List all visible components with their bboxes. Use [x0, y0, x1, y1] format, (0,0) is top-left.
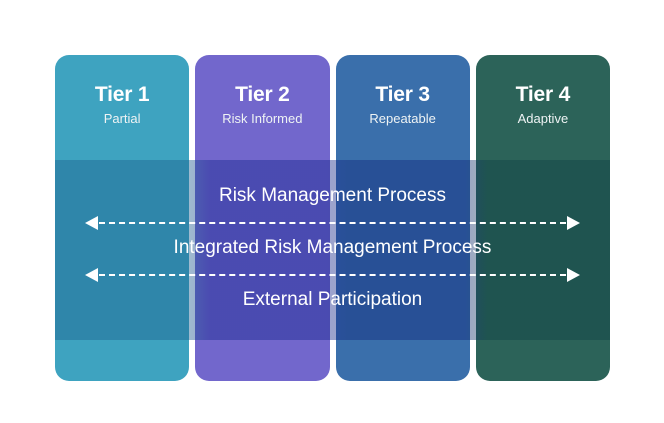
tier-columns: Tier 1 Partial Tier 2 Risk Informed Tier…	[55, 55, 610, 381]
risk-management-process-arrow	[85, 216, 580, 230]
tier-1-descriptor: Partial	[103, 111, 141, 126]
tier-4-title: Tier 4	[515, 83, 571, 106]
tier-4-descriptor: Adaptive	[517, 111, 569, 126]
arrow-dashed-line	[99, 222, 566, 224]
tier-3-heading: Tier 3 Repeatable	[336, 82, 470, 129]
tier-column-2[interactable]: Tier 2 Risk Informed	[195, 55, 330, 381]
tier-3-title: Tier 3	[375, 83, 430, 106]
band-label-external-participation: External Participation	[242, 289, 423, 310]
tier-2-title: Tier 2	[235, 83, 290, 106]
arrow-right-head-icon	[567, 216, 580, 230]
tier-1-heading: Tier 1 Partial	[55, 82, 189, 129]
attributes-overlay-band: Risk Management Process Integrated Risk …	[55, 160, 610, 340]
tier-column-3[interactable]: Tier 3 Repeatable	[335, 55, 470, 381]
arrow-right-head-icon	[567, 268, 580, 282]
tier-4-heading: Tier 4 Adaptive	[476, 82, 610, 129]
arrow-left-head-icon	[85, 268, 98, 282]
tier-2-heading: Tier 2 Risk Informed	[195, 82, 329, 129]
tier-column-1[interactable]: Tier 1 Partial	[55, 55, 190, 381]
arrow-dashed-line	[99, 274, 566, 276]
band-label-integrated-risk-management-process: Integrated Risk Management Process	[173, 237, 492, 258]
integrated-risk-management-process-arrow	[85, 268, 580, 282]
tier-column-4[interactable]: Tier 4 Adaptive	[475, 55, 610, 381]
tier-2-descriptor: Risk Informed	[222, 111, 303, 126]
band-label-risk-management-process: Risk Management Process	[218, 185, 447, 206]
tier-3-descriptor: Repeatable	[369, 111, 436, 126]
tier-1-title: Tier 1	[94, 83, 150, 106]
arrow-left-head-icon	[85, 216, 98, 230]
